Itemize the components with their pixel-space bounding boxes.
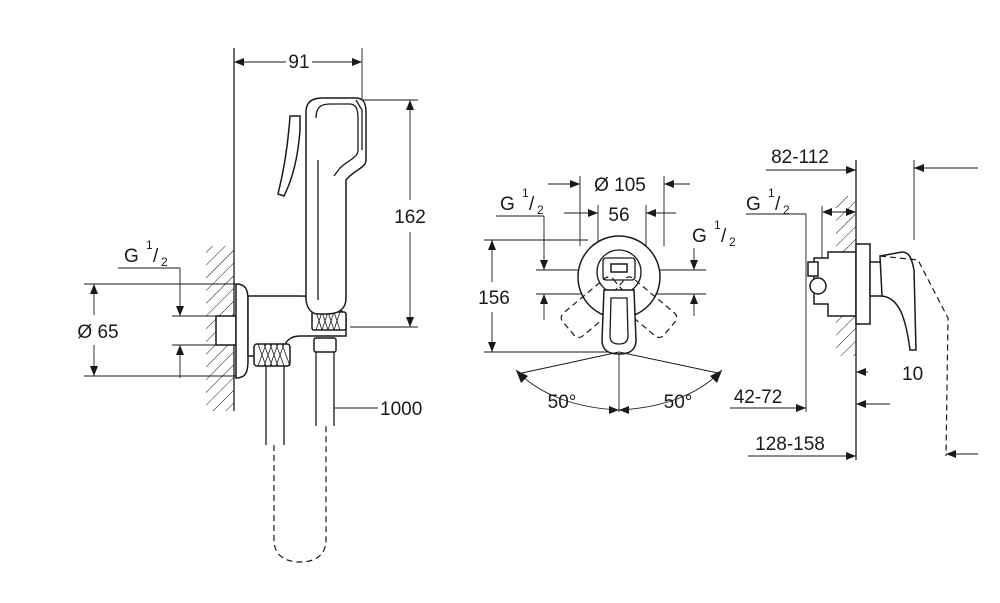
- front-thread-right: G 1 / 2: [690, 218, 736, 316]
- profile-thread-label: G 1 / 2: [746, 186, 856, 412]
- front-view: Ø 105 56 156 G 1 / 2: [478, 175, 736, 414]
- dim-width-label: 91: [288, 52, 309, 73]
- dim-82-112: 82-112: [766, 147, 856, 174]
- angle-left-label: 50°: [548, 392, 577, 413]
- svg-text:2: 2: [537, 203, 544, 217]
- svg-text:1: 1: [146, 238, 153, 252]
- dim-156: 156: [478, 239, 612, 353]
- profile-outlet: [809, 277, 827, 295]
- range-a-label: 42-72: [734, 387, 783, 408]
- spray-handle-contour: [315, 103, 359, 177]
- svg-text:/: /: [775, 194, 781, 215]
- profile-rosette: [855, 243, 871, 325]
- dim-91: 91: [234, 48, 363, 100]
- svg-text:G: G: [746, 194, 761, 215]
- dim-diameter-105: Ø 105: [548, 175, 690, 246]
- dim-128-158: 128-158: [748, 434, 978, 460]
- dim-height-label: 162: [394, 207, 426, 228]
- range-b-label: 128-158: [755, 434, 825, 455]
- spray-handle: [305, 97, 367, 315]
- front-diameter-label: Ø 105: [594, 175, 646, 196]
- svg-text:2: 2: [161, 255, 168, 269]
- depth-range-label: 82-112: [771, 147, 829, 168]
- hose-loop: [273, 426, 327, 563]
- svg-text:2: 2: [729, 235, 736, 249]
- svg-text:G: G: [692, 226, 707, 247]
- profile-lever-ghost: [879, 255, 949, 457]
- svg-text:/: /: [153, 246, 159, 267]
- wall-connector: [215, 315, 237, 346]
- side-view: 91 162 G 1 / 2: [77, 48, 426, 563]
- svg-text:2: 2: [783, 203, 790, 217]
- svg-text:G: G: [500, 194, 515, 215]
- side-thread-label: G 1 / 2: [118, 238, 184, 378]
- diameter-label: Ø 65: [77, 322, 118, 343]
- holder-outlet: [313, 337, 337, 353]
- profile-view: 82-112 G 1 / 2 10: [730, 147, 978, 460]
- spray-trigger: [277, 115, 301, 197]
- dim-162: 162: [350, 99, 426, 328]
- svg-text:1: 1: [714, 218, 721, 232]
- hose-length-label: 1000: [380, 399, 422, 420]
- svg-text:1: 1: [522, 186, 529, 200]
- dim-diameter-65: Ø 65: [77, 283, 240, 377]
- dim-42-72: 42-72: [730, 387, 890, 412]
- angle-right-label: 50°: [664, 392, 693, 413]
- svg-text:/: /: [721, 226, 727, 247]
- rosette: [235, 283, 249, 379]
- svg-text:1: 1: [768, 186, 775, 200]
- svg-text:/: /: [529, 194, 535, 215]
- front-inner-label: 56: [608, 205, 629, 226]
- svg-text:G: G: [124, 246, 139, 267]
- front-height-label: 156: [478, 288, 510, 309]
- profile-lever: [879, 251, 917, 351]
- projection-label: 10: [902, 364, 923, 385]
